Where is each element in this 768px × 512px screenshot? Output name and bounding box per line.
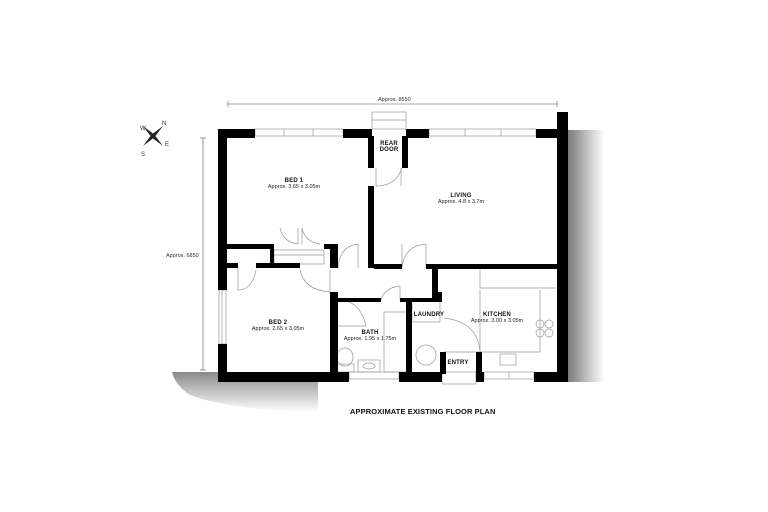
compass-s: S <box>141 152 145 158</box>
room-name: BATH <box>361 330 379 336</box>
room-entry: ENTRY <box>447 360 468 366</box>
room-bed-1: BED 1 Approx. 3.65 x 3.05m <box>268 178 320 190</box>
compass-w: W <box>140 126 146 132</box>
room-name: LAUNDRY <box>413 312 445 318</box>
room-kitchen: KITCHEN Approx. 3.00 x 3.05m <box>471 312 523 324</box>
room-size: Approx. 2.65 x 3.05m <box>251 326 305 332</box>
room-living: LIVING Approx. 4.8 x 3.7m <box>438 193 484 205</box>
room-size: Approx. 3.65 x 3.05m <box>267 184 321 190</box>
room-laundry: LAUNDRY <box>414 312 445 318</box>
wall-shadows <box>172 130 604 412</box>
room-size: Approx. 3.00 x 3.05m <box>470 318 524 324</box>
plan-caption: APPROXIMATE EXISTING FLOOR PLAN <box>350 407 496 416</box>
room-name: BED 1 <box>284 178 304 184</box>
height-dimension: Approx. 6850 <box>166 253 199 259</box>
rear-door-label: REAR DOOR <box>380 141 399 153</box>
rear-door-line2: DOOR <box>379 147 399 153</box>
walls <box>218 112 568 382</box>
room-name: BED 2 <box>268 320 288 326</box>
room-size: Approx. 1.95 x 1.75m <box>343 336 397 342</box>
compass-icon <box>143 126 163 146</box>
room-name: ENTRY <box>447 360 469 366</box>
room-bed-2: BED 2 Approx. 2.65 x 3.05m <box>252 320 304 332</box>
plan-frame <box>0 64 768 448</box>
room-bath: BATH Approx. 1.95 x 1.75m <box>344 330 396 342</box>
rear-door-line1: REAR <box>380 141 398 147</box>
room-name: KITCHEN <box>482 312 512 318</box>
compass-n: N <box>162 121 166 127</box>
width-dimension: Approx. 8550 <box>378 97 411 103</box>
compass-e: E <box>165 142 169 148</box>
room-size: Approx. 4.8 x 3.7m <box>437 199 485 205</box>
room-name: LIVING <box>450 193 472 199</box>
dimension-lines <box>200 101 558 371</box>
